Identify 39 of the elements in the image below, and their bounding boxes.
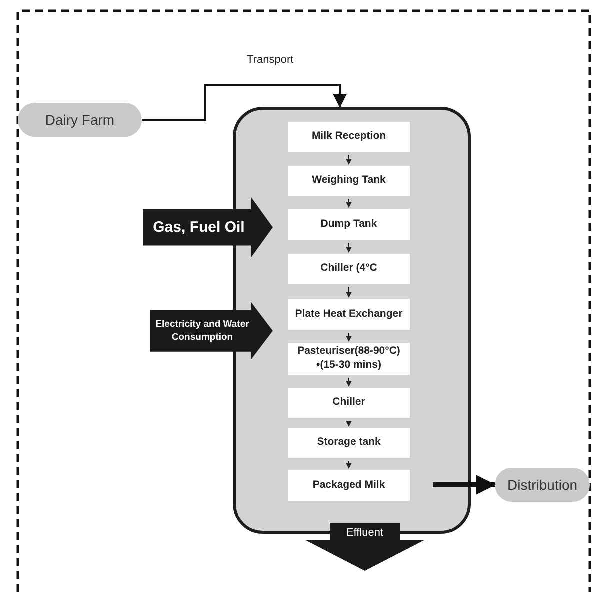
process-step-box <box>288 254 410 284</box>
node-label: Milk Reception <box>310 130 388 144</box>
node-label: Distribution <box>507 477 578 493</box>
edge-label: Transport <box>245 54 296 66</box>
arrow <box>346 420 352 427</box>
arrow <box>433 475 496 495</box>
arrow <box>346 154 352 165</box>
node-label: Chiller <box>332 396 366 410</box>
node-label: Storage tank <box>316 436 382 450</box>
process-step-box <box>288 388 410 418</box>
block-arrow <box>143 197 273 258</box>
process-step-box <box>288 343 410 375</box>
node-label: Effluent <box>346 526 384 541</box>
node-label: Plate Heat Exchanger <box>294 308 404 322</box>
arrow <box>346 198 352 208</box>
process-step-box <box>288 122 410 152</box>
node-label: Electricity and Water Consumption <box>154 318 250 344</box>
node-label: Dump Tank <box>320 218 378 232</box>
node-label: Dairy Farm <box>45 112 115 128</box>
block-arrow <box>150 302 273 360</box>
process-step-box <box>288 166 410 196</box>
node-label: Weighing Tank <box>311 174 387 188</box>
process-step-box <box>288 209 410 240</box>
arrow <box>346 286 352 298</box>
node-label: Packaged Milk <box>312 478 386 492</box>
process-step-box <box>288 470 410 501</box>
block-arrow <box>305 523 425 571</box>
arrow <box>142 84 347 121</box>
arrow <box>346 460 352 469</box>
node-label: Chiller (4°C <box>320 262 378 276</box>
pill-node <box>18 103 142 137</box>
process-step-box <box>288 299 410 330</box>
node-label: Pasteuriser(88-90°C) •(15-30 mins) <box>296 345 402 373</box>
pill-node <box>495 468 590 502</box>
process-step-box <box>288 428 410 458</box>
node-label: Gas, Fuel Oil <box>153 218 245 238</box>
arrow <box>346 332 352 342</box>
arrow <box>346 242 352 253</box>
arrow <box>346 378 352 387</box>
